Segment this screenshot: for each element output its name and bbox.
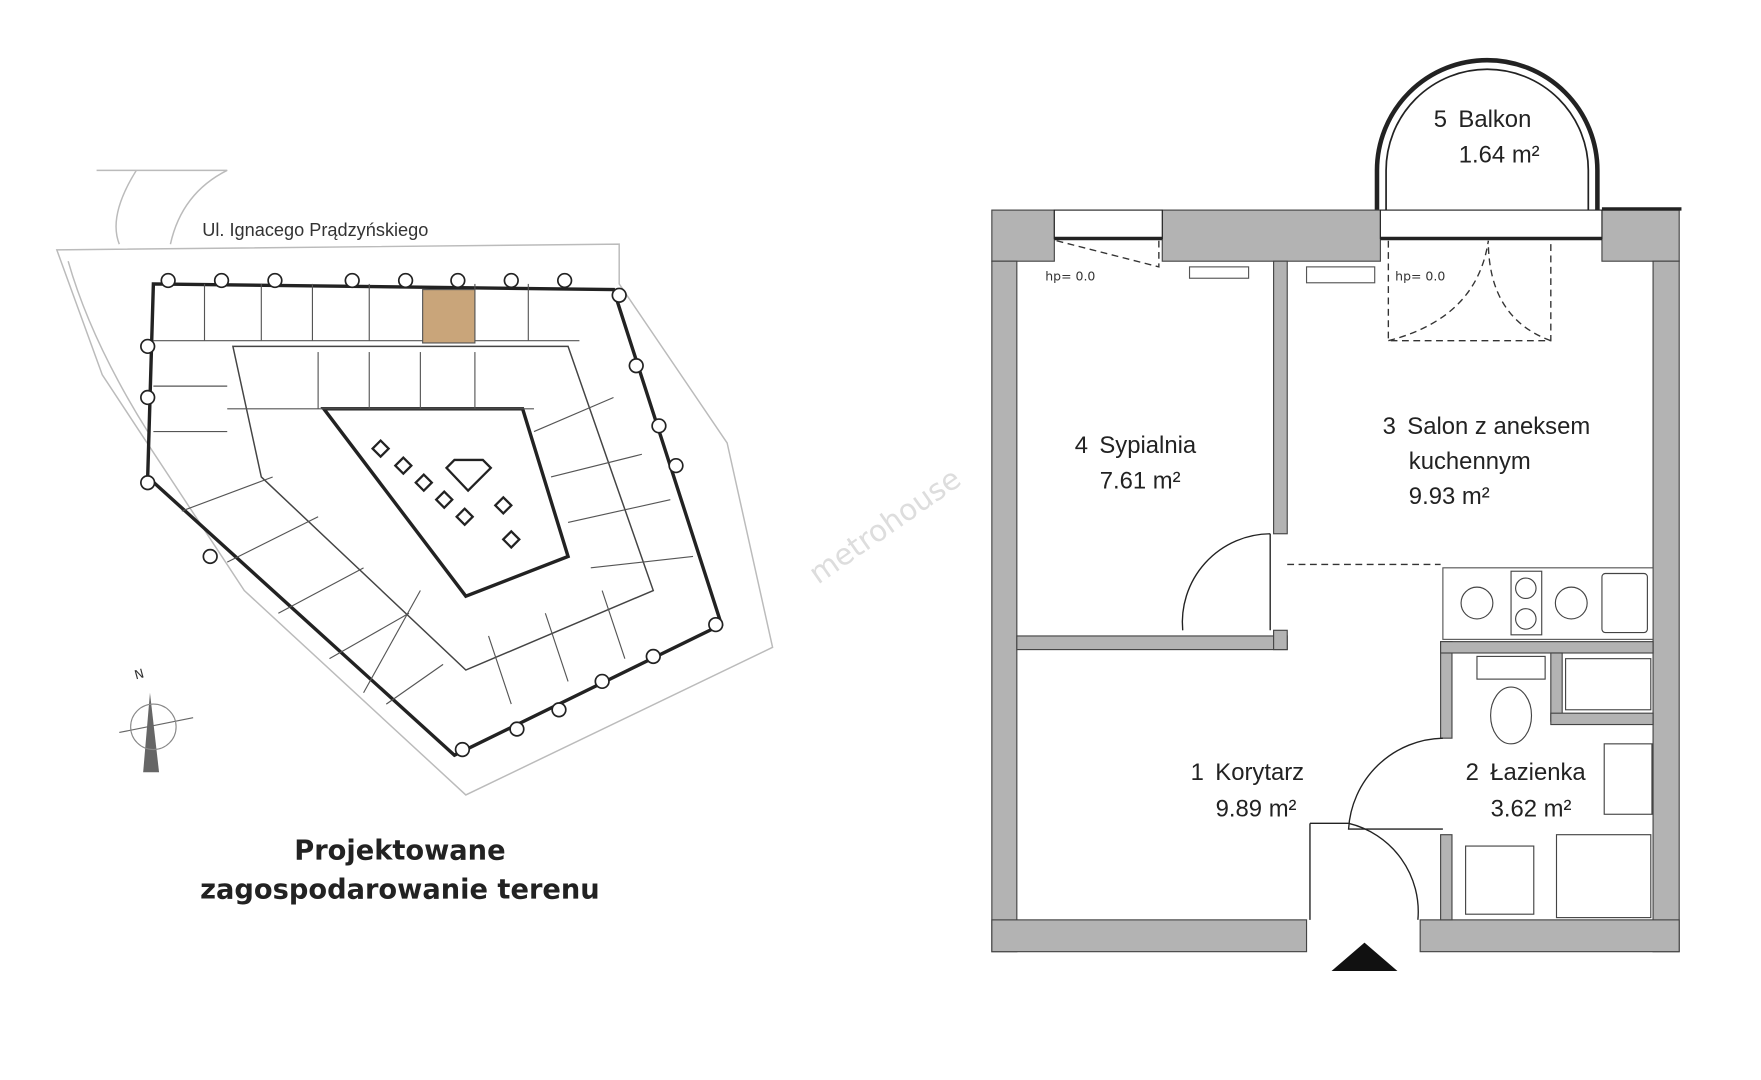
watermark: metrohouse bbox=[803, 461, 968, 590]
bathroom-door bbox=[1347, 737, 1443, 830]
site-caption-line2: zagospodarowanie terenu bbox=[200, 874, 600, 905]
balcony-markers bbox=[140, 272, 724, 758]
washer-icon bbox=[1565, 658, 1652, 711]
balcony-railing bbox=[1374, 57, 1600, 211]
hp-right: hp= 0.0 bbox=[1395, 269, 1445, 284]
road-outline bbox=[67, 169, 228, 432]
wall bbox=[1440, 641, 1453, 739]
site-plan: Ul. Ignacego Prądzyńskiego bbox=[55, 169, 774, 905]
wall bbox=[1601, 209, 1680, 262]
fridge-icon bbox=[1601, 572, 1648, 634]
courtyard-outline bbox=[320, 407, 571, 599]
building-outline bbox=[145, 282, 724, 758]
window-swing bbox=[1056, 240, 1160, 268]
wall bbox=[1440, 834, 1453, 921]
room-3-label2: kuchennym bbox=[1409, 448, 1531, 475]
kitchen-counter bbox=[1442, 567, 1654, 640]
site-caption-line1: Projektowane bbox=[294, 836, 505, 867]
shower-icon bbox=[1555, 834, 1652, 919]
wall bbox=[1652, 260, 1680, 953]
washing-machine-icon bbox=[1465, 845, 1535, 915]
radiator bbox=[1188, 266, 1250, 279]
wall bbox=[991, 919, 1308, 953]
room-5-area: 1.64 m² bbox=[1459, 141, 1540, 168]
sink-2-icon bbox=[1554, 586, 1588, 620]
room-2-area: 3.62 m² bbox=[1491, 796, 1572, 823]
toilet-icon bbox=[1490, 686, 1533, 745]
room-3-area: 9.93 m² bbox=[1409, 483, 1490, 510]
room-1-area: 9.89 m² bbox=[1216, 796, 1297, 823]
hp-left: hp= 0.0 bbox=[1045, 269, 1095, 284]
north-label: N bbox=[133, 666, 146, 683]
courtyard-features bbox=[370, 438, 521, 550]
wall bbox=[1161, 209, 1381, 262]
window bbox=[1053, 209, 1163, 240]
highlighted-unit bbox=[422, 289, 476, 344]
north-arrow: N bbox=[119, 666, 194, 773]
wall bbox=[1273, 260, 1288, 535]
entrance-marker bbox=[1331, 942, 1398, 971]
radiator bbox=[1305, 266, 1376, 284]
entry-door bbox=[1309, 822, 1419, 920]
cooktop-icon bbox=[1510, 570, 1543, 636]
sink-1-icon bbox=[1460, 586, 1494, 620]
wall bbox=[991, 260, 1018, 953]
door-swing bbox=[1387, 240, 1552, 342]
wall bbox=[1419, 919, 1680, 953]
wall bbox=[1016, 635, 1288, 651]
room-4-area: 7.61 m² bbox=[1100, 467, 1181, 494]
wall bbox=[991, 209, 1055, 262]
toilet-tank bbox=[1476, 655, 1546, 680]
street-name: Ul. Ignacego Prądzyńskiego bbox=[202, 220, 428, 240]
balcony-door bbox=[1379, 209, 1603, 240]
inner-corridor bbox=[231, 345, 655, 671]
bedroom-door bbox=[1181, 533, 1271, 631]
site-boundary bbox=[55, 243, 774, 796]
unit-grid bbox=[153, 283, 694, 705]
wall bbox=[1440, 641, 1654, 654]
washbasin-icon bbox=[1603, 743, 1653, 815]
